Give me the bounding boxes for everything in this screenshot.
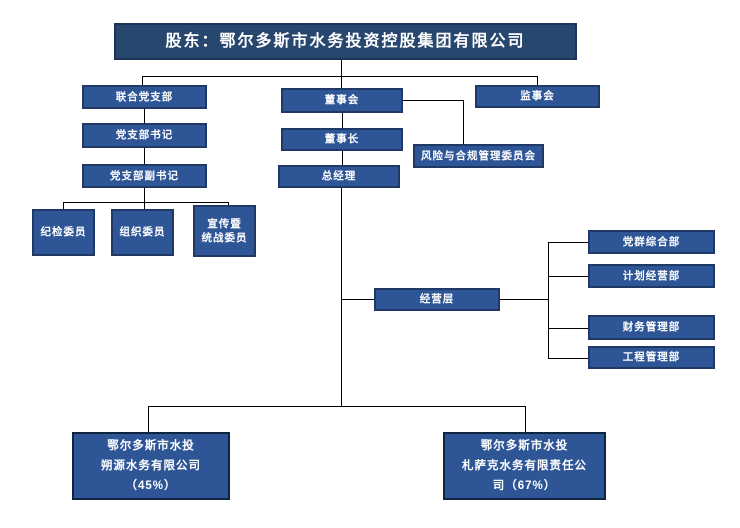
node-party-branch-secretary-label: 党支部书记 bbox=[115, 129, 174, 142]
node-party-branch-deputy-secretary: 党支部副书记 bbox=[82, 164, 207, 188]
connector-line bbox=[148, 406, 149, 432]
node-dept-planning-operation: 计划经营部 bbox=[588, 264, 715, 288]
connector-line bbox=[63, 202, 64, 209]
connector-line bbox=[142, 76, 143, 85]
node-general-manager-label: 总经理 bbox=[321, 170, 357, 183]
node-organization-member: 组织委员 bbox=[111, 209, 174, 256]
node-chairman-label: 董事长 bbox=[324, 133, 360, 146]
node-company-shuoyuan-line3: （45%） bbox=[125, 480, 177, 493]
node-discipline-inspection-member: 纪检委员 bbox=[32, 209, 95, 256]
node-joint-party-branch: 联合党支部 bbox=[82, 85, 207, 109]
node-shareholder-label: 股东：鄂尔多斯市水务投资控股集团有限公司 bbox=[165, 32, 526, 50]
node-company-zhasake: 鄂尔多斯市水投 札萨克水务有限责任公 司（67%） bbox=[443, 432, 606, 500]
connector-line bbox=[144, 109, 145, 123]
node-propaganda-united-front-member: 宣传暨 统战委员 bbox=[193, 205, 256, 257]
connector-line bbox=[548, 242, 549, 358]
node-organization-member-label: 组织委员 bbox=[119, 226, 166, 239]
node-general-manager: 总经理 bbox=[278, 165, 400, 188]
node-company-shuoyuan: 鄂尔多斯市水投 朔源水务有限公司 （45%） bbox=[72, 432, 230, 500]
connector-line bbox=[341, 188, 342, 407]
connector-line bbox=[228, 202, 229, 207]
node-party-branch-deputy-secretary-label: 党支部副书记 bbox=[110, 169, 179, 182]
connector-line bbox=[548, 242, 588, 243]
node-company-shuoyuan-line2: 朔源水务有限公司 bbox=[101, 459, 201, 472]
node-supervisory-board-label: 监事会 bbox=[520, 90, 555, 103]
connector-line bbox=[341, 60, 342, 88]
connector-line bbox=[548, 328, 588, 329]
connector-line bbox=[63, 202, 228, 203]
node-supervisory-board: 监事会 bbox=[475, 85, 600, 108]
node-company-zhasake-line1: 鄂尔多斯市水投 bbox=[480, 439, 569, 452]
node-management-level: 经营层 bbox=[374, 288, 500, 311]
connector-line bbox=[548, 358, 588, 359]
connector-line bbox=[548, 276, 588, 277]
node-discipline-inspection-member-label: 纪检委员 bbox=[40, 226, 87, 239]
connector-line bbox=[144, 188, 145, 209]
node-party-branch-secretary: 党支部书记 bbox=[82, 123, 207, 148]
node-company-zhasake-line2: 札萨克水务有限责任公 bbox=[462, 459, 587, 472]
connector-line bbox=[403, 100, 463, 101]
node-dept-party-mass: 党群综合部 bbox=[588, 230, 715, 254]
node-company-zhasake-line3: 司（67%） bbox=[492, 480, 557, 493]
node-risk-compliance-committee: 风险与合规管理委员会 bbox=[413, 144, 544, 168]
connector-line bbox=[142, 76, 538, 77]
node-dept-planning-operation-label: 计划经营部 bbox=[622, 269, 681, 282]
connector-line bbox=[341, 299, 374, 300]
connector-line bbox=[342, 150, 343, 165]
node-management-level-label: 经营层 bbox=[419, 293, 455, 306]
connector-line bbox=[525, 406, 526, 432]
node-shareholder: 股东：鄂尔多斯市水务投资控股集团有限公司 bbox=[114, 23, 577, 60]
connector-line bbox=[537, 76, 538, 85]
node-dept-finance-management-label: 财务管理部 bbox=[622, 321, 681, 334]
node-chairman: 董事长 bbox=[281, 128, 403, 151]
node-joint-party-branch-label: 联合党支部 bbox=[115, 90, 174, 103]
connector-line bbox=[463, 100, 464, 144]
node-propaganda-united-front-member-line2: 统战委员 bbox=[201, 232, 248, 244]
node-board-of-directors-label: 董事会 bbox=[324, 94, 360, 107]
node-board-of-directors: 董事会 bbox=[281, 88, 403, 113]
node-company-shuoyuan-line1: 鄂尔多斯市水投 bbox=[107, 439, 195, 452]
node-dept-party-mass-label: 党群综合部 bbox=[622, 235, 681, 248]
connector-line bbox=[148, 406, 526, 407]
connector-line bbox=[144, 148, 145, 164]
node-propaganda-united-front-member-line1: 宣传暨 bbox=[207, 217, 242, 230]
connector-line bbox=[342, 113, 343, 128]
node-dept-finance-management: 财务管理部 bbox=[588, 315, 715, 340]
node-dept-engineering-management-label: 工程管理部 bbox=[622, 351, 681, 364]
node-dept-engineering-management: 工程管理部 bbox=[588, 346, 715, 369]
node-risk-compliance-committee-label: 风险与合规管理委员会 bbox=[421, 149, 536, 162]
connector-line bbox=[500, 299, 548, 300]
